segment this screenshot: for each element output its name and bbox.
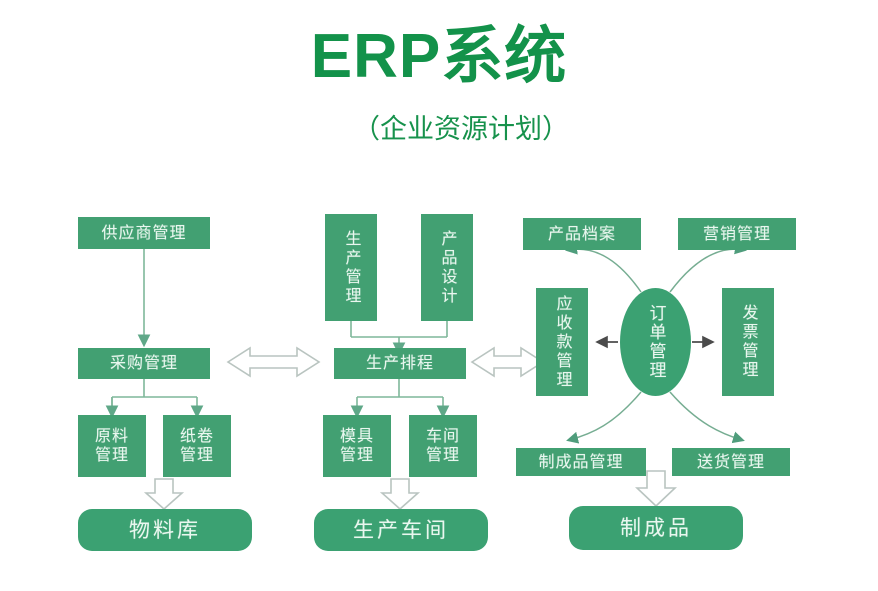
node-finished-goods[interactable]: 制成品 (569, 506, 743, 550)
node-product-design[interactable]: 产品设计 (421, 214, 473, 321)
node-production-scheduling[interactable]: 生产排程 (334, 348, 466, 379)
block-arrow-to-material-warehouse (143, 478, 185, 511)
node-raw-material-line1: 原料 (94, 426, 129, 446)
node-invoice-management[interactable]: 发票管理 (722, 288, 774, 396)
node-workshop-management[interactable]: 车间 管理 (409, 415, 477, 477)
link-order-to-finished-goods-mgmt (566, 391, 642, 444)
link-production-split (350, 321, 448, 338)
node-paper-roll-line2: 管理 (179, 445, 214, 464)
node-finished-goods-management[interactable]: 制成品管理 (516, 448, 646, 476)
node-mold-line1: 模具 (339, 426, 374, 446)
node-raw-material-management[interactable]: 原料 管理 (78, 415, 146, 477)
node-mold-line2: 管理 (339, 445, 374, 464)
page-subtitle: （企业资源计划） (353, 114, 569, 145)
link-purchase-split (111, 379, 197, 412)
double-arrow-scheduling-receivables (470, 346, 545, 378)
block-arrow-to-finished-goods (634, 470, 678, 508)
node-supplier-management[interactable]: 供应商管理 (78, 217, 210, 249)
block-arrow-to-production-workshop (379, 478, 421, 511)
node-production-management[interactable]: 生产管理 (325, 214, 377, 321)
node-raw-material-line2: 管理 (94, 445, 129, 464)
node-order-management[interactable]: 订单管理 (620, 288, 691, 396)
node-production-workshop[interactable]: 生产车间 (314, 509, 488, 551)
link-order-to-marketing (669, 242, 747, 293)
node-material-warehouse[interactable]: 物料库 (78, 509, 252, 551)
node-purchase-management[interactable]: 采购管理 (78, 348, 210, 379)
node-delivery-management[interactable]: 送货管理 (672, 448, 790, 476)
page-title: ERP系统 (310, 22, 568, 91)
link-order-to-product-archive (565, 242, 642, 293)
node-marketing-management[interactable]: 营销管理 (678, 218, 796, 250)
node-mold-management[interactable]: 模具 管理 (323, 415, 391, 477)
double-arrow-purchase-scheduling (226, 346, 321, 378)
node-paper-roll-line1: 纸卷 (179, 426, 214, 446)
link-scheduling-split (357, 379, 443, 398)
node-paper-roll-management[interactable]: 纸卷 管理 (163, 415, 231, 477)
node-receivables-management[interactable]: 应收款管理 (536, 288, 588, 396)
link-order-to-delivery (669, 391, 745, 444)
node-product-archive[interactable]: 产品档案 (523, 218, 641, 250)
node-workshop-line2: 管理 (425, 445, 460, 464)
node-workshop-line1: 车间 (425, 426, 460, 446)
